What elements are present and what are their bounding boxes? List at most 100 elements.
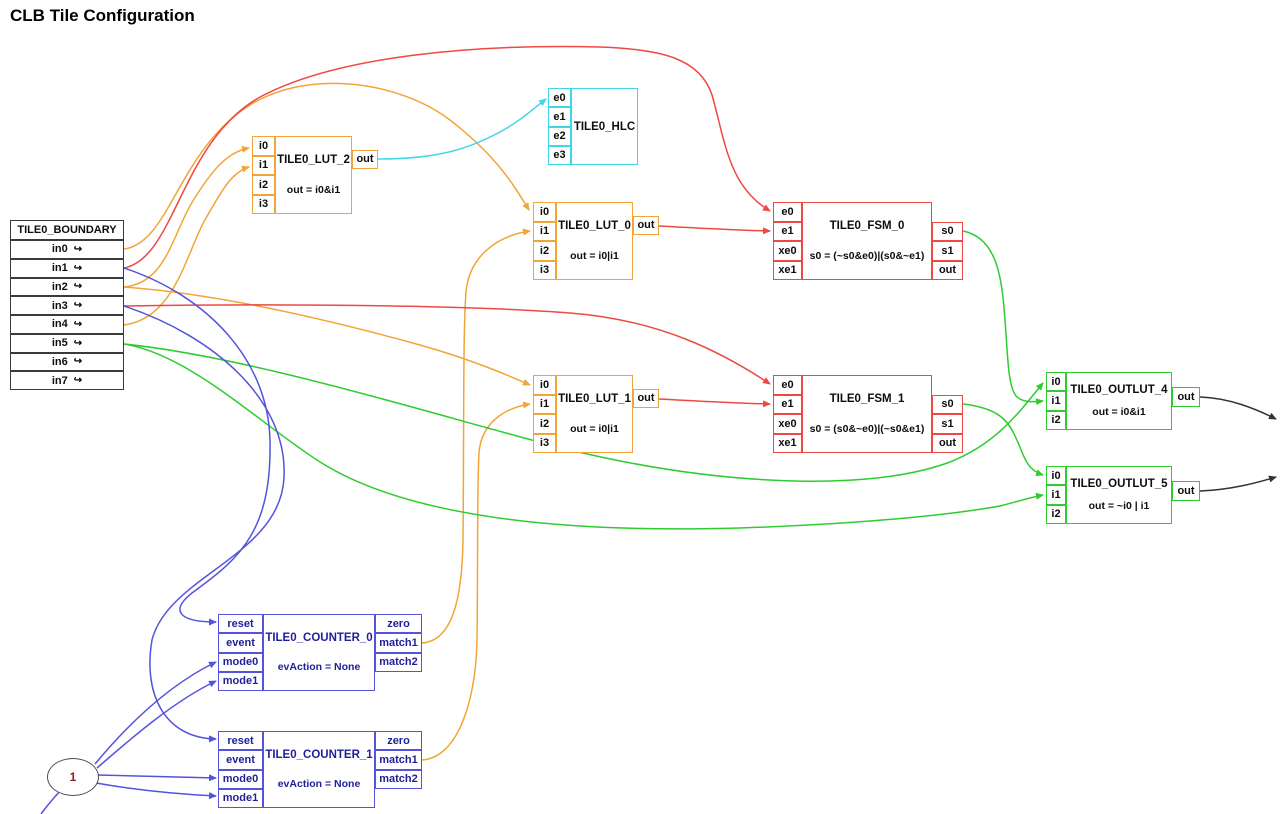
port-counter0-match2: match2 xyxy=(375,652,422,672)
port-fsm1-xe1: xe1 xyxy=(773,433,802,453)
port-counter0-reset: reset xyxy=(218,614,263,634)
port-lut1-i2: i2 xyxy=(533,414,556,434)
port-fsm1-xe0: xe0 xyxy=(773,414,802,434)
node-lut2-sub: out = i0&i1 xyxy=(286,183,341,196)
edge-boundary.in4-to-lut2.i1 xyxy=(123,165,250,326)
boundary-row-in3: in3↪ xyxy=(10,296,124,315)
edge-fsm1.s0-to-outlut5.i0 xyxy=(962,403,1044,476)
port-lut0-i2: i2 xyxy=(533,241,556,261)
page-title: CLB Tile Configuration xyxy=(10,6,195,25)
port-lut2-i3: i3 xyxy=(252,194,275,214)
port-outlut5-i2: i2 xyxy=(1046,504,1066,524)
port-fsm1-out: out xyxy=(932,433,963,453)
port-fsm0-out: out xyxy=(932,260,963,280)
boundary-port-label: in2 xyxy=(51,280,68,293)
port-outlut5-i0: i0 xyxy=(1046,466,1066,486)
node-counter0-title: TILE0_COUNTER_0 xyxy=(265,632,373,644)
edge-counter1.match1-to-lut1.i1 xyxy=(421,401,531,761)
port-hlc-e2: e2 xyxy=(548,126,571,146)
port-lut0-i3: i3 xyxy=(533,260,556,280)
port-fsm0-e0: e0 xyxy=(773,202,802,222)
port-counter1-mode1: mode1 xyxy=(218,788,263,808)
boundary-port-label: in7 xyxy=(51,374,68,387)
edge-one-to-offscreen-bottom xyxy=(40,790,61,814)
port-fsm0-s1: s1 xyxy=(932,241,963,261)
port-fsm0-s0: s0 xyxy=(932,221,963,241)
node-outlut4-sub: out = i0&i1 xyxy=(1092,406,1146,419)
port-fsm0-e1: e1 xyxy=(773,221,802,241)
port-counter1-event: event xyxy=(218,750,263,770)
node-lut2-title: TILE0_LUT_2 xyxy=(277,154,350,167)
port-counter0-match1: match1 xyxy=(375,633,422,653)
port-lut0-out: out xyxy=(633,215,659,236)
edge-lut0.out-to-fsm0.e1 xyxy=(658,225,771,235)
edge-boundary.in3-to-fsm1.e0 xyxy=(123,304,771,385)
node-lut1-title: TILE0_LUT_1 xyxy=(558,393,631,406)
port-outlut4-out: out xyxy=(1172,387,1200,407)
port-counter1-match2: match2 xyxy=(375,769,422,789)
ellipse-node-one: 1 xyxy=(47,758,99,796)
port-hlc-e1: e1 xyxy=(548,107,571,127)
edge-one-to-counter0.mode1 xyxy=(96,680,217,769)
port-fsm1-e1: e1 xyxy=(773,394,802,414)
edge-one-to-counter1.mode0 xyxy=(97,774,217,782)
edge-lut2.out-to-hlc.e0 xyxy=(377,98,547,160)
port-lut0-i0: i0 xyxy=(533,202,556,222)
edge-boundary.in5-to-outlut4.i0 xyxy=(123,343,1044,482)
port-arrow-icon: ↪ xyxy=(73,375,83,387)
boundary-row-in7: in7 ↪ xyxy=(10,371,124,390)
boundary-port-label: in0 xyxy=(51,243,68,256)
port-arrow-icon: ↪ xyxy=(73,318,83,330)
port-outlut4-i0: i0 xyxy=(1046,372,1066,392)
node-hlc-body: TILE0_HLC xyxy=(571,88,638,165)
boundary-row-in4: in4↪ xyxy=(10,315,124,334)
boundary-row-in1: in1 ↪ xyxy=(10,258,124,278)
port-counter0-mode0: mode0 xyxy=(218,652,263,672)
port-counter1-zero: zero xyxy=(375,731,422,751)
node-outlut4-title: TILE0_OUTLUT_4 xyxy=(1070,383,1168,396)
port-fsm1-s1: s1 xyxy=(932,414,963,434)
node-counter1-body: TILE0_COUNTER_1 evAction = None xyxy=(263,731,375,808)
node-fsm1-title: TILE0_FSM_1 xyxy=(829,393,905,406)
port-counter0-mode1: mode1 xyxy=(218,671,263,691)
port-lut2-i2: i2 xyxy=(252,175,275,195)
node-counter1-sub: evAction = None xyxy=(277,778,361,790)
boundary-port-label: in1 xyxy=(51,262,68,275)
node-outlut5-sub: out = ~i0 | i1 xyxy=(1088,500,1150,513)
port-hlc-e0: e0 xyxy=(548,88,571,108)
node-fsm0-title: TILE0_FSM_0 xyxy=(829,220,905,233)
port-lut2-i1: i1 xyxy=(252,155,275,175)
node-counter0-sub: evAction = None xyxy=(277,661,361,673)
port-lut2-out: out xyxy=(352,149,378,170)
node-outlut5-title: TILE0_OUTLUT_5 xyxy=(1070,477,1168,490)
port-counter1-mode0: mode0 xyxy=(218,769,263,789)
node-boundary-title: TILE0_BOUNDARY xyxy=(10,220,124,240)
port-lut0-i1: i1 xyxy=(533,221,556,241)
port-arrow-icon: ↪ xyxy=(73,262,83,274)
edge-boundary.in1-to-fsm0.e0 xyxy=(123,45,771,269)
edge-boundary.in2-to-lut1.i0 xyxy=(123,286,531,386)
port-lut1-out: out xyxy=(633,388,659,409)
port-fsm1-e0: e0 xyxy=(773,375,802,395)
boundary-row-in5: in5↪ xyxy=(10,333,124,353)
node-counter1-title: TILE0_COUNTER_1 xyxy=(265,749,373,761)
port-counter0-event: event xyxy=(218,633,263,653)
node-lut0-title: TILE0_LUT_0 xyxy=(558,220,631,233)
edge-one-to-counter1.mode1 xyxy=(95,782,217,800)
port-outlut4-i2: i2 xyxy=(1046,410,1066,430)
edge-outlut4.out-to-right-edge xyxy=(1199,396,1277,420)
port-outlut5-out: out xyxy=(1172,481,1200,501)
node-counter0-body: TILE0_COUNTER_0 evAction = None xyxy=(263,614,375,691)
port-lut2-i0: i0 xyxy=(252,136,275,156)
